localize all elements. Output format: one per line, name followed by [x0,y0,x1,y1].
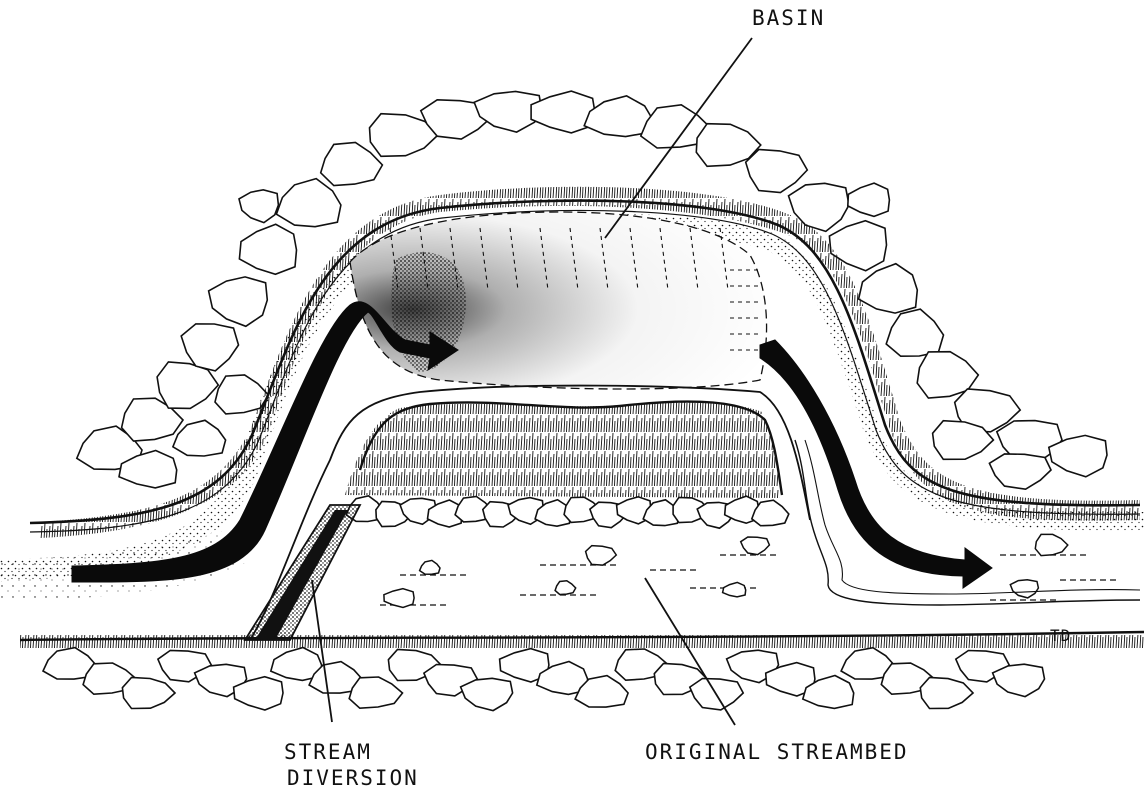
shrub [859,264,918,313]
foreground-rock [349,677,402,708]
shrub [886,309,943,356]
shrub [173,420,226,456]
shrub [276,179,341,227]
island-grass [345,402,780,498]
shrub [239,224,296,274]
streambed-rock [420,560,440,574]
rock-dam [346,496,789,528]
foreground-rocks [43,648,1045,711]
diversion-channel-core [255,510,348,640]
streambed-rock [384,589,414,608]
streambed-ripples [380,555,1120,605]
original-streambed-label: ORIGINAL STREAMBED [645,742,909,763]
foreground-rock [920,678,973,709]
shrub [239,190,278,223]
shrub [584,96,652,137]
basin-label: BASIN [752,8,825,29]
shrub [746,150,808,193]
foreground-rock [993,664,1045,696]
streambed-rock [741,537,770,555]
shrub [321,143,383,186]
stream-diversion-label-line1: STREAM [284,742,372,763]
foreground-rock [461,678,513,710]
shrub [989,454,1051,489]
streambed-rock [723,582,746,597]
streambed-rock [1035,534,1068,555]
streambed-rock [586,546,617,566]
streambed-rock [1010,580,1038,598]
artist-initials: TD [1050,628,1071,644]
shrub [848,183,890,216]
diversion-leader [312,580,332,722]
shrub [209,277,268,326]
stream-diversion-label-line2: DIVERSION [287,768,419,789]
streambed-leader [645,578,735,725]
foreground-rock [122,678,175,709]
streambed-rock [555,581,576,595]
